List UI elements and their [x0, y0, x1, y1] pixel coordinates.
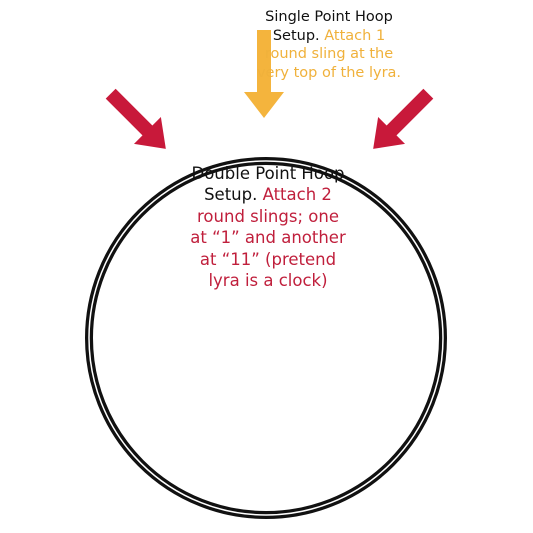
single-point-title: Single Point Hoop Setup. [265, 9, 393, 44]
single-point-down-arrow-icon [244, 30, 284, 118]
double-point-caption: Double Point Hoop Setup. Attach 2 round … [188, 163, 348, 292]
double-point-instruction: Attach 2 round slings; one at “1” and an… [190, 185, 346, 291]
double-point-title: Double Point Hoop Setup. [191, 164, 345, 205]
double-point-left-arrow-icon [105, 88, 166, 149]
hoop-inner-line [88, 160, 444, 516]
double-point-right-arrow-icon [373, 88, 434, 149]
single-point-instruction: Attach 1 round sling at the very top of … [256, 27, 402, 81]
lyra-hoop [85, 157, 447, 519]
single-point-caption: Single Point Hoop Setup. Attach 1 round … [256, 8, 402, 82]
